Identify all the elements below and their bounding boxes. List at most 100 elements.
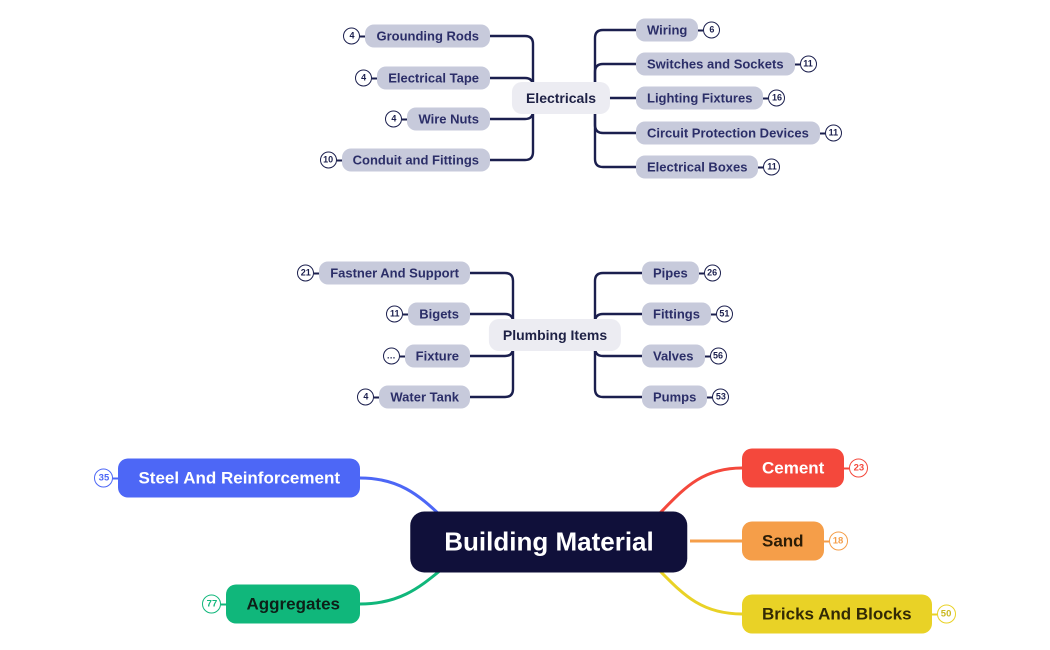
row-pipes: Pipes 26 xyxy=(642,261,721,285)
row-wire-nuts: 4 Wire Nuts xyxy=(385,107,490,131)
connector xyxy=(593,98,636,169)
row-bigets: 11 Bigets xyxy=(386,302,470,326)
branch-curve-cement xyxy=(656,466,743,517)
row-switches-and-sockets: Switches and Sockets 11 xyxy=(636,52,817,76)
badge-dash xyxy=(758,166,764,168)
row-circuit-protection-devices: Circuit Protection Devices 11 xyxy=(636,121,842,145)
count-badge[interactable]: 77 xyxy=(202,594,222,614)
row-valves: Valves 56 xyxy=(642,344,727,368)
connector xyxy=(490,34,535,98)
branch-curve-aggregates xyxy=(359,567,443,606)
badge-dash xyxy=(372,77,378,79)
node-water-tank[interactable]: Water Tank xyxy=(379,385,470,409)
row-fittings: Fittings 51 xyxy=(642,302,733,326)
count-badge[interactable]: 21 xyxy=(297,264,315,282)
row-sand: Sand 18 xyxy=(742,521,848,561)
badge-dash xyxy=(710,313,716,315)
node-building-material[interactable]: Building Material xyxy=(410,511,688,573)
node-electricals[interactable]: Electricals xyxy=(511,82,611,114)
count-badge[interactable]: 4 xyxy=(355,69,373,87)
badge-dash xyxy=(763,97,769,99)
count-badge[interactable]: 11 xyxy=(799,55,817,73)
row-water-tank: 4 Water Tank xyxy=(357,385,470,409)
row-steel-and-reinforcement: 35 Steel And Reinforcement xyxy=(94,458,360,498)
node-grounding-rods[interactable]: Grounding Rods xyxy=(365,24,490,48)
badge-dash xyxy=(698,29,704,31)
electricals-connectors xyxy=(490,28,636,169)
node-sand[interactable]: Sand xyxy=(742,521,824,561)
node-pipes[interactable]: Pipes xyxy=(642,261,699,285)
count-badge[interactable]: 50 xyxy=(936,604,956,624)
count-badge[interactable]: 10 xyxy=(319,151,337,169)
node-fittings[interactable]: Fittings xyxy=(642,302,711,326)
node-bigets[interactable]: Bigets xyxy=(408,302,470,326)
row-electrical-boxes: Electrical Boxes 11 xyxy=(636,155,781,179)
badge-dash xyxy=(314,272,320,274)
badge-dash xyxy=(399,355,405,357)
count-badge[interactable]: 11 xyxy=(763,158,781,176)
count-badge[interactable]: 4 xyxy=(343,27,361,45)
node-conduit-and-fittings[interactable]: Conduit and Fittings xyxy=(341,148,490,172)
count-badge[interactable]: 51 xyxy=(715,305,733,323)
count-badge[interactable]: 35 xyxy=(94,468,114,488)
count-badge[interactable]: 56 xyxy=(709,347,727,365)
count-badge[interactable]: 16 xyxy=(768,89,786,107)
node-steel-and-reinforcement[interactable]: Steel And Reinforcement xyxy=(118,458,360,498)
count-badge[interactable]: 53 xyxy=(712,388,730,406)
badge-dash xyxy=(707,396,713,398)
connector xyxy=(593,62,636,98)
badge-dash xyxy=(221,603,227,605)
node-electrical-tape[interactable]: Electrical Tape xyxy=(377,66,490,90)
count-badge[interactable]: 11 xyxy=(824,124,842,142)
node-lighting-fixtures[interactable]: Lighting Fixtures xyxy=(636,86,764,110)
row-pumps: Pumps 53 xyxy=(642,385,730,409)
node-pumps[interactable]: Pumps xyxy=(642,385,708,409)
connector xyxy=(470,271,515,335)
row-fastner-and-support: 21 Fastner And Support xyxy=(297,261,470,285)
node-circuit-protection-devices[interactable]: Circuit Protection Devices xyxy=(636,121,820,145)
badge-dash xyxy=(336,159,342,161)
badge-dash xyxy=(360,35,366,37)
badge-dash xyxy=(819,132,825,134)
badge-dash xyxy=(704,355,710,357)
node-fastner-and-support[interactable]: Fastner And Support xyxy=(319,261,470,285)
count-badge[interactable]: 26 xyxy=(703,264,721,282)
count-badge[interactable]: 4 xyxy=(385,110,403,128)
count-badge[interactable]: … xyxy=(382,347,400,365)
branch-curve-bricks xyxy=(656,567,743,616)
connector xyxy=(490,98,535,162)
badge-dash xyxy=(403,313,409,315)
row-bricks-and-blocks: Bricks And Blocks 50 xyxy=(742,594,956,634)
row-wiring: Wiring 6 xyxy=(636,18,721,42)
count-badge[interactable]: 18 xyxy=(828,531,848,551)
node-switches-and-sockets[interactable]: Switches and Sockets xyxy=(636,52,795,76)
node-bricks-and-blocks[interactable]: Bricks And Blocks xyxy=(742,594,932,634)
count-badge[interactable]: 11 xyxy=(386,305,404,323)
node-wiring[interactable]: Wiring xyxy=(636,18,699,42)
badge-dash xyxy=(794,63,800,65)
count-badge[interactable]: 23 xyxy=(849,458,869,478)
node-valves[interactable]: Valves xyxy=(642,344,705,368)
row-conduit-and-fittings: 10 Conduit and Fittings xyxy=(319,148,490,172)
row-grounding-rods: 4 Grounding Rods xyxy=(343,24,490,48)
count-badge[interactable]: 4 xyxy=(357,388,375,406)
connector xyxy=(593,335,642,399)
badge-dash xyxy=(823,540,829,542)
node-plumbing-items[interactable]: Plumbing Items xyxy=(488,319,622,351)
node-wire-nuts[interactable]: Wire Nuts xyxy=(407,107,490,131)
badge-dash xyxy=(698,272,704,274)
node-aggregates[interactable]: Aggregates xyxy=(226,584,360,624)
row-electrical-tape: 4 Electrical Tape xyxy=(355,66,490,90)
node-fixture[interactable]: Fixture xyxy=(404,344,470,368)
branch-curve-steel xyxy=(359,476,444,519)
connector xyxy=(470,335,515,399)
plumbing-connectors xyxy=(470,271,642,399)
node-cement[interactable]: Cement xyxy=(742,448,845,488)
node-electrical-boxes[interactable]: Electrical Boxes xyxy=(636,155,759,179)
row-lighting-fixtures: Lighting Fixtures 16 xyxy=(636,86,786,110)
row-fixture: … Fixture xyxy=(382,344,470,368)
badge-dash xyxy=(931,613,937,615)
count-badge[interactable]: 6 xyxy=(703,21,721,39)
